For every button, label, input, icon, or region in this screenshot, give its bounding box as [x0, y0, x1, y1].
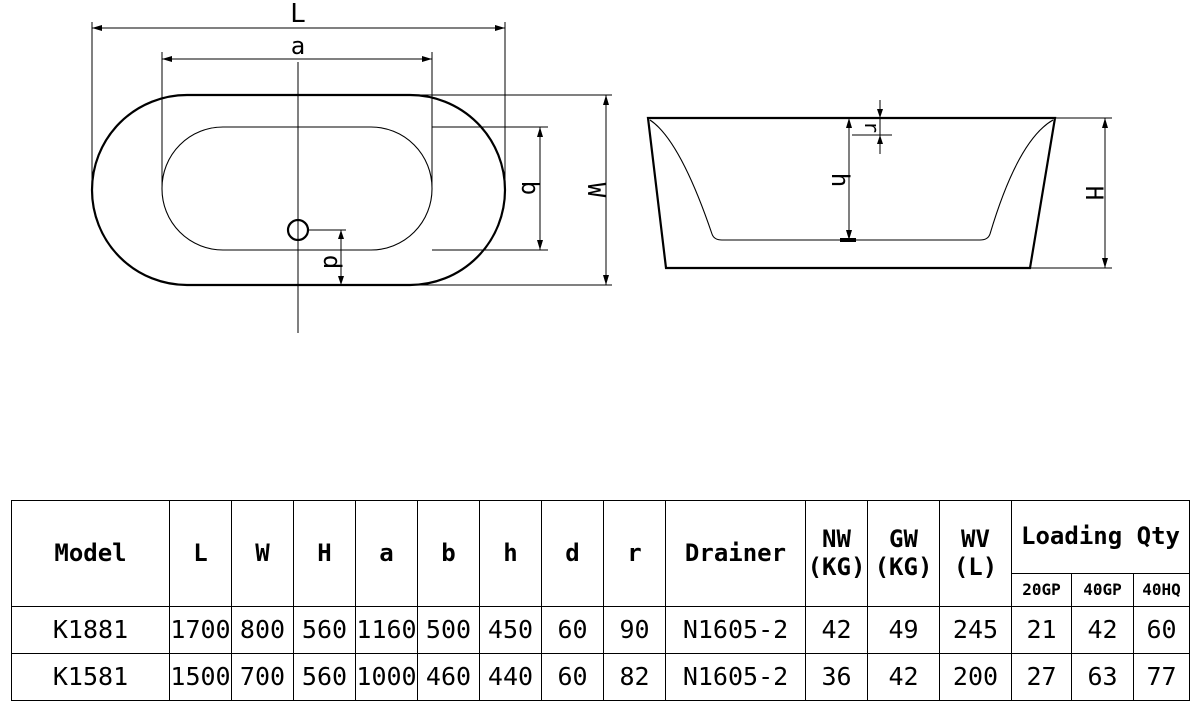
- specification-table: Model L W H a b h d r Drainer NW(KG) GW(…: [11, 500, 1191, 701]
- cell-r: 90: [603, 606, 666, 654]
- d-label: d: [318, 255, 346, 269]
- side-view: r h H: [646, 100, 1112, 270]
- cell-nw: 42: [805, 606, 868, 654]
- cell-40gp: 42: [1071, 606, 1134, 654]
- cell-a: 1160: [355, 606, 418, 654]
- header-40hq: 40HQ: [1132, 573, 1191, 607]
- cell-d: 60: [541, 653, 604, 701]
- cell-gw: 49: [867, 606, 940, 654]
- cell-drainer: N1605-2: [665, 653, 806, 701]
- b-label: b: [516, 181, 544, 195]
- side-drain-icon: [840, 238, 856, 242]
- cell-H: 560: [293, 606, 356, 654]
- header-H: H: [293, 500, 356, 607]
- cell-W: 700: [231, 653, 294, 701]
- header-d: d: [541, 500, 604, 607]
- header-loading-qty: Loading Qty: [1010, 500, 1191, 574]
- cell-r: 82: [603, 653, 666, 701]
- L-label: L: [290, 0, 306, 29]
- cell-drainer: N1605-2: [665, 606, 806, 654]
- header-wv: WV(L): [939, 500, 1012, 607]
- header-model: Model: [11, 500, 170, 607]
- table-header-row: Model L W H a b h d r Drainer NW(KG) GW(…: [11, 500, 1191, 607]
- table-row: K1581 1500 700 560 1000 460 440 60 82 N1…: [11, 653, 1191, 701]
- cell-40hq: 60: [1132, 606, 1191, 654]
- header-L: L: [169, 500, 232, 607]
- cell-h: 440: [479, 653, 542, 701]
- header-r: r: [603, 500, 666, 607]
- cell-b: 500: [417, 606, 480, 654]
- a-label: a: [291, 32, 305, 60]
- h-label: h: [826, 173, 854, 187]
- header-20gp: 20GP: [1011, 573, 1072, 607]
- header-drainer: Drainer: [665, 500, 806, 607]
- header-nw: NW(KG): [805, 500, 868, 607]
- top-view: L a b W d: [90, 0, 612, 333]
- cell-H: 560: [293, 653, 356, 701]
- table-subheader-row: 20GP 40GP 40HQ: [12, 573, 1191, 607]
- cell-nw: 36: [805, 653, 868, 701]
- tub-side-outer: [646, 116, 1057, 270]
- cell-W: 800: [231, 606, 294, 654]
- header-nw-line1: NW: [822, 524, 851, 553]
- cell-model: K1581: [11, 653, 170, 701]
- cell-20gp: 21: [1011, 606, 1072, 654]
- header-b: b: [417, 500, 480, 607]
- header-nw-line2: (KG): [807, 552, 866, 581]
- header-wv-line2: (L): [953, 552, 998, 581]
- cell-40hq: 77: [1132, 653, 1191, 701]
- technical-drawing: L a b W d r: [90, 0, 1112, 333]
- cell-h: 450: [479, 606, 542, 654]
- cell-d: 60: [541, 606, 604, 654]
- cell-wv: 245: [939, 606, 1012, 654]
- r-label: r: [860, 121, 884, 133]
- table-row: K1881 1700 800 560 1160 500 450 60 90 N1…: [11, 606, 1191, 654]
- cell-L: 1700: [169, 606, 232, 654]
- cell-b: 460: [417, 653, 480, 701]
- cell-40gp: 63: [1071, 653, 1134, 701]
- header-h: h: [479, 500, 542, 607]
- H-label: H: [1080, 186, 1108, 200]
- header-W: W: [231, 500, 294, 607]
- tub-inner-basin: [161, 126, 433, 251]
- r-arrows: [877, 109, 883, 144]
- header-gw: GW(KG): [867, 500, 940, 607]
- cell-20gp: 27: [1011, 653, 1072, 701]
- header-gw-line1: GW: [889, 524, 918, 553]
- cell-wv: 200: [939, 653, 1012, 701]
- header-a: a: [355, 500, 418, 607]
- header-40gp: 40GP: [1071, 573, 1134, 607]
- header-wv-line1: WV: [961, 524, 990, 553]
- cell-gw: 42: [867, 653, 940, 701]
- header-gw-line2: (KG): [874, 552, 933, 581]
- cell-a: 1000: [355, 653, 418, 701]
- cell-model: K1881: [11, 606, 170, 654]
- cell-L: 1500: [169, 653, 232, 701]
- W-label: W: [582, 183, 610, 198]
